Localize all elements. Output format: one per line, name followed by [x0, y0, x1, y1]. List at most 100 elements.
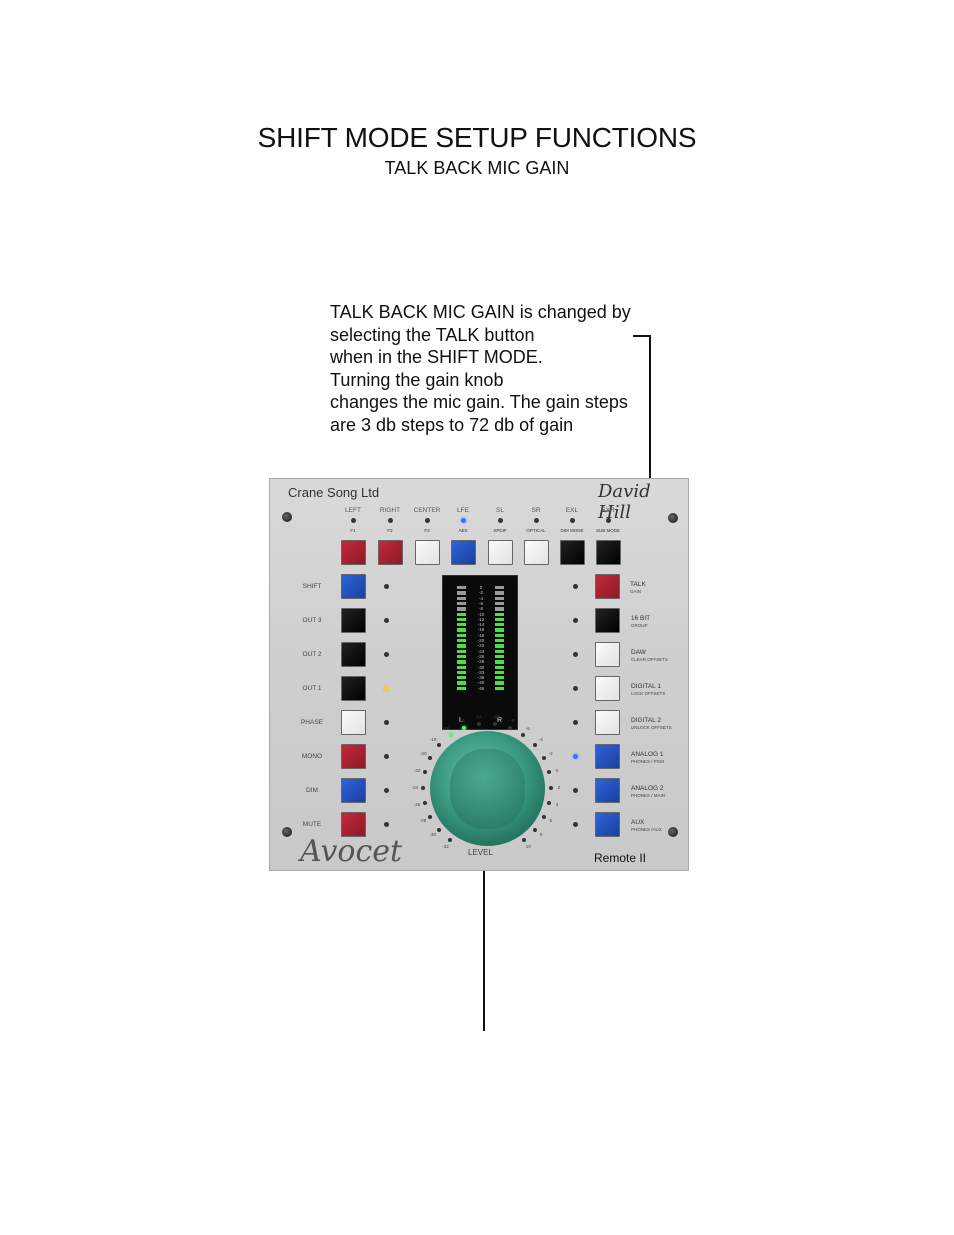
left-label: OUT 2: [302, 651, 322, 658]
knob-scale-label: 8: [539, 832, 543, 838]
led-indicator: [384, 618, 389, 623]
top-label-right: RIGHT: [379, 507, 401, 514]
led-indicator: [573, 652, 578, 657]
knob-scale-label: -32: [442, 843, 449, 849]
knob-scale-label: -14: [458, 717, 465, 723]
button-center[interactable]: [414, 540, 440, 565]
level-meter: 0-2-4-6-8-10-12-14-16-18-20-22-24-26-28-…: [442, 575, 518, 730]
button-talk[interactable]: [595, 574, 620, 599]
led-indicator: [384, 584, 389, 589]
button-shift[interactable]: [341, 574, 366, 599]
page-subtitle: TALK BACK MIC GAIN: [384, 158, 570, 178]
led-indicator: [573, 788, 578, 793]
right-sublabel: GROUP: [631, 623, 648, 628]
button-analog-1[interactable]: [595, 744, 620, 769]
left-label: MONO: [301, 753, 323, 760]
top-label-left: LEFT: [345, 507, 361, 514]
meter-segment-left: [457, 639, 466, 643]
meter-segment-right: [495, 623, 504, 627]
knob-scale-label: -26: [413, 801, 421, 807]
led-indicator: [424, 518, 430, 523]
screw-icon: [282, 827, 292, 837]
knob-led: [533, 828, 538, 833]
button-dim[interactable]: [341, 778, 366, 803]
top-label-lfe: LFE: [457, 507, 469, 514]
knob-scale-label: -10: [492, 713, 499, 719]
meter-segment-left: [457, 654, 466, 659]
meter-segment-left: [457, 628, 466, 632]
meter-segment-right: [495, 665, 504, 669]
meter-segment-left: [457, 644, 466, 648]
button-sl[interactable]: [487, 540, 513, 565]
top-label-exl: EXL: [565, 507, 579, 514]
led-indicator: [384, 754, 389, 759]
level-label: LEVEL: [468, 848, 493, 857]
led-indicator: [350, 518, 356, 523]
button-out-1[interactable]: [341, 676, 366, 701]
button-sr[interactable]: [523, 540, 549, 565]
button-out-3[interactable]: [341, 608, 366, 633]
button-right[interactable]: [377, 540, 403, 565]
top-label-sl: SL: [496, 507, 504, 514]
meter-scale-label: -18: [477, 632, 485, 638]
meter-segment-right: [495, 649, 504, 653]
left-label: OUT 1: [302, 685, 322, 692]
knob-led: [422, 801, 427, 806]
signature: David Hill: [598, 481, 651, 523]
knob-led: [437, 743, 442, 748]
knob-led: [448, 733, 453, 738]
page-title: SHIFT MODE SETUP FUNCTIONS: [257, 122, 697, 153]
right-sublabel: CLEAR OFFSETS: [631, 657, 669, 662]
meter-segment-left: [457, 591, 466, 595]
meter-segment-right: [495, 654, 504, 659]
button-digital-1[interactable]: [595, 676, 620, 701]
meter-scale-label: -16: [477, 627, 485, 633]
knob-scale-label: -12: [475, 713, 482, 719]
button-exl[interactable]: [559, 540, 585, 565]
led-indicator: [573, 686, 578, 691]
button-analog-2[interactable]: [595, 778, 620, 803]
left-label: SHIFT: [302, 583, 322, 590]
meter-segment-left: [457, 617, 466, 622]
meter-segment-left: [457, 596, 466, 600]
top-sublabel: AES: [458, 528, 468, 533]
knob-led: [422, 770, 427, 775]
meter-segment-right: [495, 617, 504, 622]
right-label: DAW: [631, 649, 646, 656]
knob-scale-label: -30: [429, 832, 437, 838]
button-digital-2[interactable]: [595, 710, 620, 735]
led-indicator: [384, 652, 389, 657]
knob-led: [421, 785, 425, 790]
button-aux[interactable]: [595, 812, 620, 837]
led-indicator: [460, 518, 466, 523]
button-16-bit[interactable]: [595, 608, 620, 633]
button-mono[interactable]: [341, 744, 366, 769]
meter-segment-left: [457, 601, 466, 606]
button-mute[interactable]: [341, 812, 366, 837]
top-sublabel: F3: [424, 528, 430, 533]
button-daw[interactable]: [595, 642, 620, 667]
left-label: OUT 3: [302, 617, 322, 624]
button-left[interactable]: [340, 540, 366, 565]
meter-segment-right: [495, 607, 504, 611]
led-indicator: [384, 686, 389, 691]
button-exr[interactable]: [595, 540, 621, 565]
knob-led: [448, 838, 453, 843]
button-out-2[interactable]: [341, 642, 366, 667]
meter-segment-right: [495, 628, 504, 632]
led-indicator: [573, 584, 578, 589]
remote-model: Remote II: [594, 851, 647, 865]
meter-scale-label: -33: [477, 669, 485, 675]
right-sublabel: UNLOCK OFFSETS: [631, 725, 672, 730]
led-indicator: [573, 822, 578, 827]
meter-scale-label: -20: [477, 638, 485, 643]
knob-scale-label: -18: [429, 737, 437, 743]
button-phase[interactable]: [341, 710, 366, 735]
description: TALK BACK MIC GAIN is changed by selecti…: [330, 301, 660, 436]
led-indicator: [384, 788, 389, 793]
right-label: DIGITAL 2: [631, 717, 661, 724]
description-line: are 3 db steps to 72 db of gain: [330, 414, 574, 435]
right-label: ANALOG 1: [631, 751, 664, 758]
button-lfe[interactable]: [450, 540, 476, 565]
knob-led: [477, 722, 482, 727]
